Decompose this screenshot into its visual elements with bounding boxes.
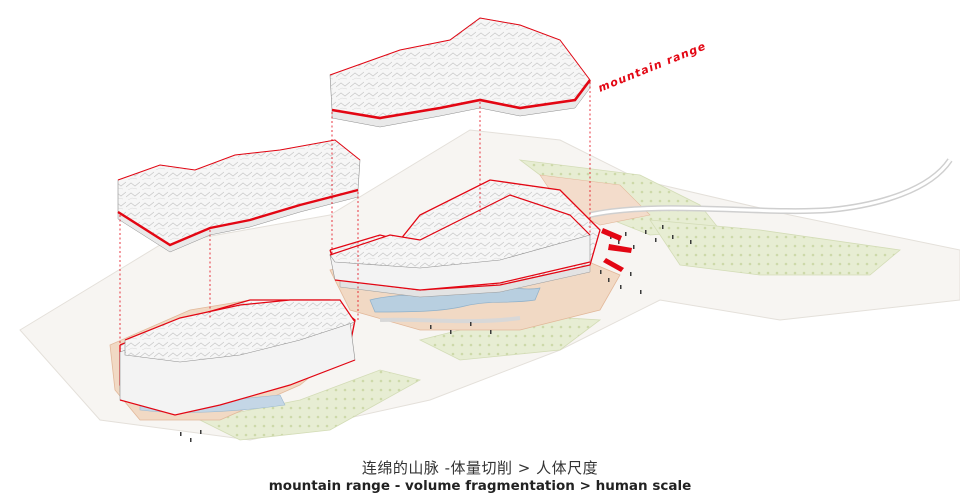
projection-lines xyxy=(119,82,591,352)
entrance-marks xyxy=(601,228,632,272)
mid-volumes xyxy=(119,194,591,416)
caption-chinese: 连绵的山脉 -体量切削 > 人体尺度 xyxy=(361,459,599,477)
mountain-range-label: mountain range xyxy=(596,39,708,94)
elevated-bridge xyxy=(379,158,953,324)
people-figures xyxy=(180,225,692,442)
upper-volume-right xyxy=(329,17,592,128)
mid-volume-red-edges xyxy=(119,194,591,416)
upper-volume-left xyxy=(117,139,361,253)
caption-english: mountain range - volume fragmentation > … xyxy=(268,478,692,494)
